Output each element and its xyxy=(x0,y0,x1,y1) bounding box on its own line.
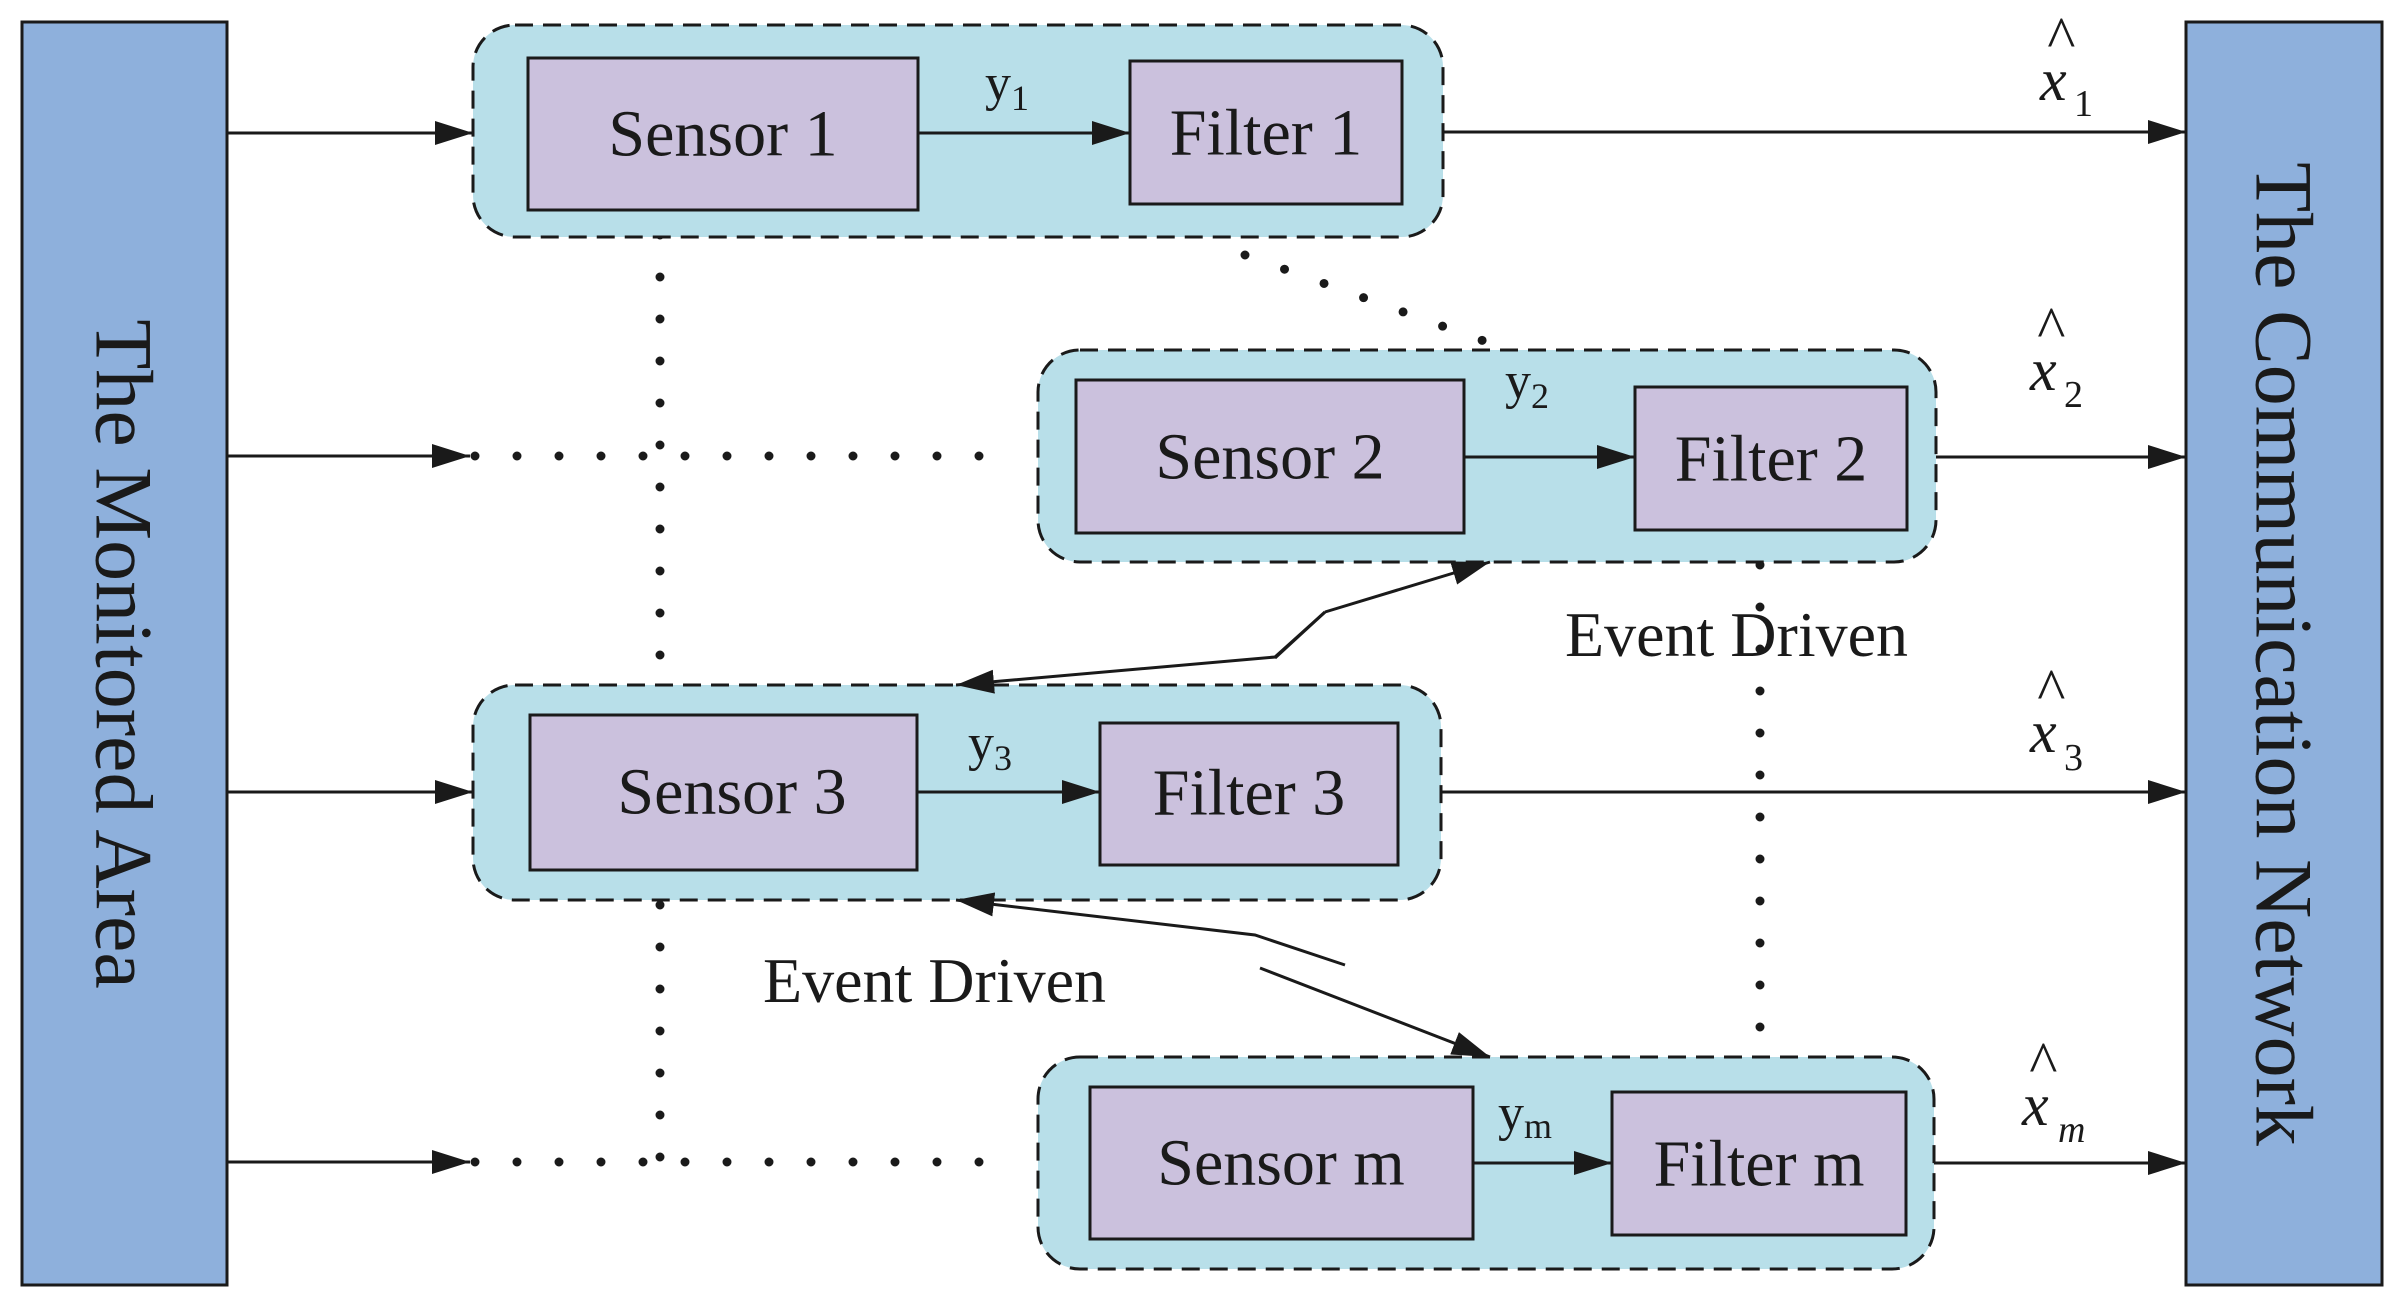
filter-box-1 xyxy=(1128,59,1404,206)
output-arrows xyxy=(1441,120,2186,1175)
sensor-label-1: Sensor 1 xyxy=(608,98,837,171)
svg-text:x: x xyxy=(2029,699,2057,765)
sensor-label-3: Sensor 3 xyxy=(617,756,846,829)
node-group-1: Sensor 1 Filter 1 y1 xyxy=(471,23,1445,239)
event-link-3-m xyxy=(955,892,1491,1059)
communication-network-label: The Communication Network xyxy=(2239,162,2330,1146)
signal-label-m: ym xyxy=(1498,1085,1552,1146)
signal-label-1: y1 xyxy=(985,55,1029,118)
event-link-2-3 xyxy=(955,560,1491,694)
sensor-box-1 xyxy=(526,56,920,212)
svg-text:2: 2 xyxy=(2064,374,2083,416)
input-arrows xyxy=(227,121,473,1174)
sensor-box-2 xyxy=(1074,378,1466,535)
svg-text:^: ^ xyxy=(2028,1030,2057,1096)
svg-text:x: x xyxy=(2039,47,2067,113)
filter-box-2 xyxy=(1633,385,1909,532)
sensor-box-m xyxy=(1088,1085,1475,1241)
signal-label-2: y2 xyxy=(1505,353,1549,416)
node-group-m: Sensor m Filter m ym xyxy=(1036,1055,1936,1271)
filter-label-2: Filter 2 xyxy=(1675,423,1868,496)
svg-text:m: m xyxy=(2058,1109,2085,1151)
svg-text:^: ^ xyxy=(2046,5,2075,71)
svg-text:x: x xyxy=(2021,1072,2049,1138)
node-group-3: Sensor 3 Filter 3 y3 xyxy=(471,683,1443,902)
svg-text:3: 3 xyxy=(2064,737,2083,779)
estimate-label-2: x ^ 2 xyxy=(2029,295,2083,416)
sensor-label-m: Sensor m xyxy=(1157,1127,1405,1200)
sensor-label-2: Sensor 2 xyxy=(1155,421,1384,494)
svg-text:1: 1 xyxy=(2074,83,2093,125)
communication-network-panel xyxy=(2184,20,2384,1287)
filter-box-m xyxy=(1610,1090,1908,1237)
filter-label-1: Filter 1 xyxy=(1170,97,1363,170)
monitored-area-label: The Monitored Area xyxy=(79,319,170,988)
sensor-box-3 xyxy=(528,713,919,872)
svg-text:^: ^ xyxy=(2036,657,2065,723)
monitored-area-panel xyxy=(20,20,229,1287)
signal-label-3: y3 xyxy=(968,715,1012,778)
estimate-label-3: x ^ 3 xyxy=(2029,657,2083,779)
svg-text:^: ^ xyxy=(2036,295,2065,361)
node-group-2: Sensor 2 Filter 2 y2 xyxy=(1036,348,1938,564)
filter-label-m: Filter m xyxy=(1654,1128,1865,1201)
dotted-connectors xyxy=(470,230,1765,1167)
filter-label-3: Filter 3 xyxy=(1153,757,1346,830)
filter-box-3 xyxy=(1098,721,1400,867)
event-driven-label-2: Event Driven xyxy=(763,945,1106,1016)
estimate-label-1: x ^ 1 xyxy=(2039,5,2093,125)
event-driven-label-1: Event Driven xyxy=(1565,599,1908,670)
estimate-label-m: x ^ m xyxy=(2021,1030,2085,1151)
svg-text:x: x xyxy=(2029,337,2057,403)
